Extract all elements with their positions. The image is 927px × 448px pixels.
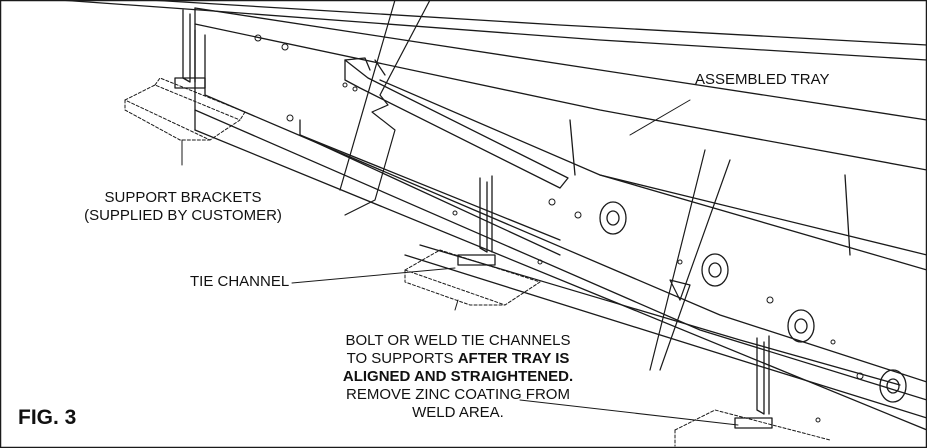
label-support-brackets: SUPPORT BRACKETS (SUPPLIED BY CUSTOMER)	[28, 189, 338, 225]
instruction-line2: TO SUPPORTS AFTER TRAY IS	[308, 350, 608, 368]
support-brackets-dashed	[124, 77, 831, 447]
label-instruction: BOLT OR WELD TIE CHANNELS TO SUPPORTS AF…	[308, 332, 608, 422]
figure-label: FIG. 3	[18, 406, 77, 429]
roller-group	[599, 201, 907, 403]
break-lines	[339, 0, 731, 371]
instruction-line5: WELD AREA.	[412, 404, 504, 421]
instruction-line2-bold: AFTER TRAY IS	[457, 350, 570, 367]
support-brackets-line2: (SUPPLIED BY CUSTOMER)	[84, 207, 282, 224]
support-brackets-line1: SUPPORT BRACKETS	[104, 189, 262, 206]
instruction-line4: REMOVE ZINC COATING FROM	[346, 386, 570, 403]
tray-body	[59, 0, 927, 271]
tie-channel-brackets	[174, 7, 773, 429]
side-panel	[194, 29, 927, 431]
bolt-heads	[254, 34, 864, 423]
leader-lines	[181, 99, 739, 426]
instruction-line3: ALIGNED AND STRAIGHTENED.	[342, 368, 574, 385]
label-assembled-tray: ASSEMBLED TRAY	[695, 71, 830, 88]
instruction-line2-regular: TO SUPPORTS	[346, 350, 458, 367]
instruction-line1: BOLT OR WELD TIE CHANNELS	[345, 332, 571, 349]
label-tie-channel: TIE CHANNEL	[190, 273, 290, 290]
